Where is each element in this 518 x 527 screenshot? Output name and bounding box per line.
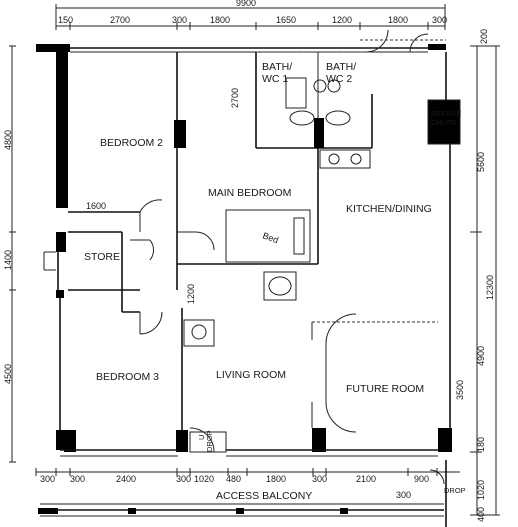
udrop-right: DROP	[444, 486, 466, 495]
room-future-room: FUTURE ROOM	[346, 383, 424, 395]
dim-right-4: 180	[476, 437, 486, 452]
dim-bottom-6: 480	[226, 474, 241, 484]
udrop-left-line2: DROP	[205, 430, 214, 452]
room-bath-1-line2: WC 1	[262, 73, 288, 85]
dim-bottom-4: 300	[176, 474, 191, 484]
room-store: STORE	[84, 251, 120, 263]
dim-right-overall: 12300	[485, 275, 495, 300]
room-bath-1-line1: BATH/	[262, 61, 292, 73]
dim-left-3: 4500	[3, 364, 13, 384]
dim-right-5: 1020	[476, 480, 486, 500]
dim-bottom-9: 2100	[356, 474, 376, 484]
dim-top-4: 1800	[210, 15, 230, 25]
room-labels: BEDROOM 2 MAIN BEDROOM KITCHEN/DINING ST…	[84, 61, 466, 502]
room-kitchen-dining: KITCHEN/DINING	[346, 203, 432, 215]
dim-bottom-10: 900	[414, 474, 429, 484]
bed-note: Bed	[261, 230, 279, 245]
dim-top-1: 150	[58, 15, 73, 25]
dim-top-7: 1800	[388, 15, 408, 25]
fixtures	[183, 39, 461, 347]
dimension-labels: 9900 150 2700 300 1800 1650 1200 1800 30…	[3, 0, 495, 522]
dim-left-1: 4800	[3, 130, 13, 150]
dim-bottom-3: 2400	[116, 474, 136, 484]
dimension-lines	[9, 4, 500, 517]
room-bedroom-2: BEDROOM 2	[100, 137, 163, 149]
walls	[36, 44, 460, 527]
dim-bottom-2: 300	[70, 474, 85, 484]
dim-right-1: 5600	[476, 152, 486, 172]
dim-bottom-7: 1800	[266, 474, 286, 484]
doors	[43, 29, 445, 485]
dim-top-right: 200	[479, 29, 489, 44]
dim-balcony-depth: 300	[396, 490, 411, 500]
dim-top-3: 300	[172, 15, 187, 25]
dim-top-2: 2700	[110, 15, 130, 25]
dim-right-2: 4900	[476, 346, 486, 366]
dim-living-top: 1200	[186, 284, 196, 304]
room-refuse-line1: REFUSE	[431, 109, 461, 118]
room-main-bedroom: MAIN BEDROOM	[208, 187, 291, 199]
room-bedroom-3: BEDROOM 3	[96, 371, 159, 383]
dim-top-8: 300	[432, 15, 447, 25]
dim-left-2: 1400	[3, 250, 13, 270]
dim-right-3: 3500	[455, 380, 465, 400]
dim-bottom-8: 300	[312, 474, 327, 484]
udrop-left-line1: U	[197, 435, 206, 440]
dim-store-width: 1600	[86, 201, 106, 211]
dim-bath-height: 2700	[230, 88, 240, 108]
room-living-room: LIVING ROOM	[216, 369, 286, 381]
dim-top-6: 1200	[332, 15, 352, 25]
dim-top-5: 1650	[276, 15, 296, 25]
room-bath-2-line1: BATH/	[326, 61, 356, 73]
dim-right-6: 400	[476, 507, 486, 522]
room-access-balcony: ACCESS BALCONY	[216, 490, 312, 502]
room-refuse-line2: CHUTE	[431, 118, 457, 127]
room-bath-2-line2: WC 2	[326, 73, 352, 85]
dim-bottom-1: 300	[40, 474, 55, 484]
dim-top-overall: 9900	[236, 0, 256, 8]
dim-bottom-5: 1020	[194, 474, 214, 484]
